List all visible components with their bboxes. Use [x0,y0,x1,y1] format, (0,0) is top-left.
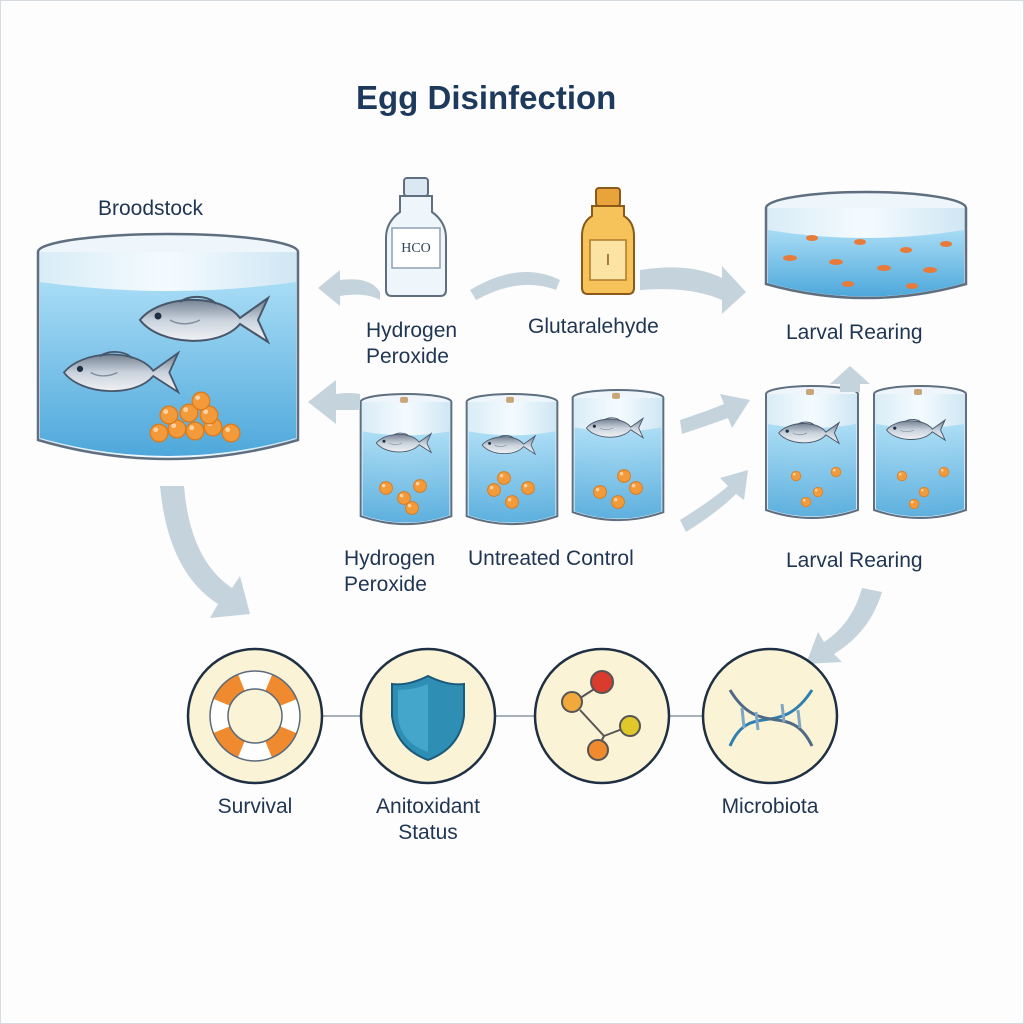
hydrogen-peroxide-label-top: Hydrogen Peroxide [366,319,458,368]
larval-rearing-tank-top [764,190,968,300]
outcome-microbiota [701,647,839,785]
outcome-label-survival: Survival [217,795,293,818]
hydrogen-peroxide-label-mid: Hydrogen Peroxide [344,547,436,596]
molecule-icon [561,670,641,761]
larval-rearing-jars-mid [765,385,967,519]
broodstock-label: Broodstock [98,197,204,220]
outcome-label-antioxidant: Anitoxidant Status [376,795,480,844]
outcome-antioxidant [359,647,497,785]
treatment-jars [359,388,665,526]
larval-rearing-label-top: Larval Rearing [786,321,923,344]
outcome-survival [186,647,324,785]
page-title: Egg Disinfection [356,79,617,116]
flow-arrows [160,266,882,664]
life-ring-icon [209,670,301,762]
broodstock-tank [36,232,300,461]
glutaraldehyde-bottle-label: I [605,252,611,269]
hydrogen-peroxide-bottle [385,177,447,297]
larval-rearing-label-mid: Larval Rearing [786,549,923,572]
glutaraldehyde-bottle [581,187,635,295]
h2o2-bottle-label: HCO [401,241,431,256]
glutaraldehyde-label: Glutaralehyde [528,315,659,338]
outcome-label-microbiota: Microbiota [721,795,819,818]
dna-icon [728,689,814,747]
untreated-control-label: Untreated Control [468,547,634,570]
outcome-molecule [533,647,671,785]
